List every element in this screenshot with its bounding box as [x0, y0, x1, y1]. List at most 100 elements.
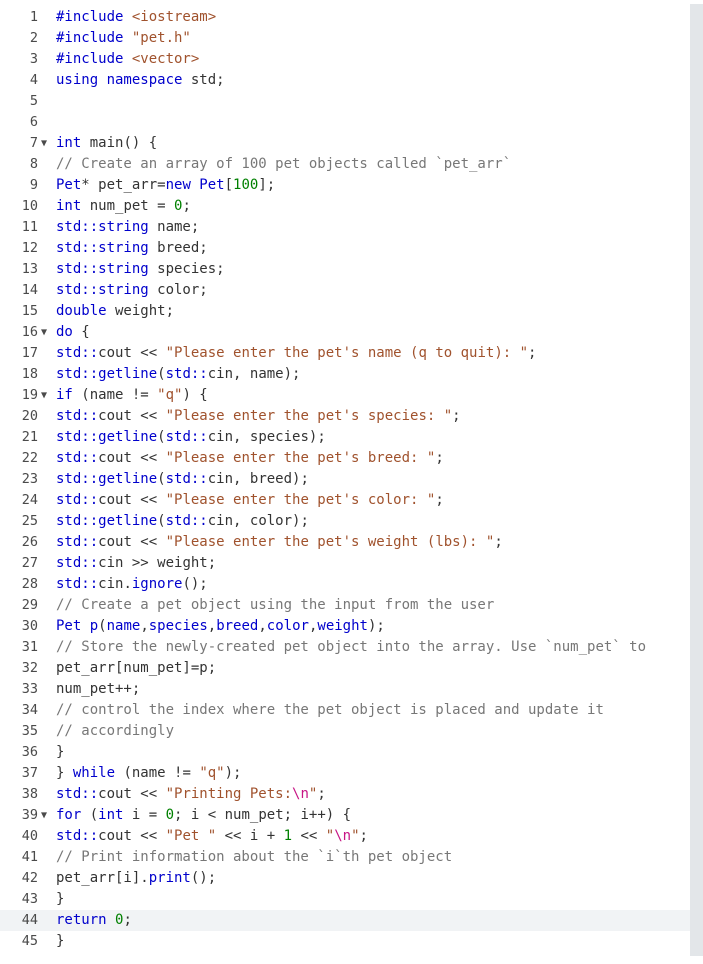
line-number: 5 [29, 93, 38, 109]
code-token: ( [98, 618, 107, 634]
line-number: 9 [29, 177, 38, 193]
code-line[interactable]: 6 [0, 112, 690, 133]
line-code: std::cout << "Please enter the pet's col… [56, 490, 444, 511]
code-line[interactable]: 38 std::cout << "Printing Pets:\n"; [0, 784, 690, 805]
code-token: } [56, 933, 65, 949]
line-number: 44 [21, 912, 38, 928]
line-code: Pet* pet_arr=new Pet[100]; [56, 175, 275, 196]
code-token: while [72, 765, 116, 781]
code-line[interactable]: 35// accordingly [0, 721, 690, 742]
code-token: for [56, 807, 82, 823]
code-token: ; [435, 492, 444, 508]
code-token: num_pet = [81, 198, 175, 214]
line-number: 38 [21, 786, 38, 802]
line-code: #include <iostream> [56, 7, 216, 28]
code-line[interactable]: 41// Print information about the `i`th p… [0, 847, 690, 868]
code-line[interactable]: 39▼for (int i = 0; i < num_pet; i++) { [0, 805, 690, 826]
fold-toggle-icon[interactable]: ▼ [41, 810, 48, 821]
code-line[interactable]: 3#include <vector> [0, 49, 690, 70]
code-line[interactable]: 34// control the index where the pet obj… [0, 700, 690, 721]
code-token: 100 [233, 177, 259, 193]
line-number: 20 [21, 408, 38, 424]
code-token: std:: [165, 429, 208, 445]
code-token: new Pet [165, 177, 225, 193]
code-line[interactable]: 7▼int main() { [0, 133, 690, 154]
code-line[interactable]: 43} [0, 889, 690, 910]
line-code: std::cout << "Please enter the pet's wei… [56, 532, 503, 553]
line-number: 18 [21, 366, 38, 382]
code-token: ; [528, 345, 537, 361]
code-line[interactable]: 1#include <iostream> [0, 7, 690, 28]
code-token: 1 [283, 828, 293, 844]
code-token: <vector> [131, 51, 200, 67]
code-token: std:: [56, 408, 99, 424]
line-code: std::cout << "Printing Pets:\n"; [56, 784, 326, 805]
code-token: , [258, 618, 267, 634]
line-code: std::string color; [56, 280, 208, 301]
code-line[interactable]: 44 return 0; [0, 910, 690, 931]
fold-toggle-icon[interactable]: ▼ [41, 390, 48, 401]
line-number: 29 [21, 597, 38, 613]
line-code: return 0; [56, 910, 132, 931]
line-code: pet_arr[num_pet]=p; [56, 658, 216, 679]
line-number: 6 [29, 114, 38, 130]
code-token: "Please enter the pet's species: " [165, 408, 453, 424]
line-number: 10 [21, 198, 38, 214]
code-line[interactable]: 9 Pet* pet_arr=new Pet[100]; [0, 175, 690, 196]
code-line[interactable]: 36} [0, 742, 690, 763]
code-line[interactable]: 29// Create a pet object using the input… [0, 595, 690, 616]
code-line[interactable]: 37} while (name != "q"); [0, 763, 690, 784]
code-token: weight [317, 618, 368, 634]
code-line[interactable]: 45} [0, 931, 690, 952]
code-token: ; [494, 534, 503, 550]
code-line[interactable]: 5 [0, 91, 690, 112]
code-token: #include [56, 30, 132, 46]
code-token: ; [317, 786, 326, 802]
code-line[interactable]: 16▼do { [0, 322, 690, 343]
code-token: int [56, 198, 82, 214]
code-token: , [308, 618, 318, 634]
vertical-scrollbar[interactable] [690, 4, 703, 956]
line-code: using namespace std; [56, 70, 225, 91]
code-line[interactable]: 19▼if (name != "q") { [0, 385, 690, 406]
code-token: num_pet++; [56, 681, 141, 697]
fold-toggle-icon[interactable]: ▼ [41, 138, 48, 149]
fold-toggle-icon[interactable]: ▼ [41, 327, 48, 338]
line-number: 7 [29, 135, 38, 151]
line-number: 12 [21, 240, 38, 256]
code-token: species [148, 618, 208, 634]
line-number: 35 [21, 723, 38, 739]
code-line[interactable]: 31// Store the newly-created pet object … [0, 637, 690, 658]
code-line[interactable]: 2#include "pet.h" [0, 28, 690, 49]
code-token: return [56, 912, 107, 928]
code-token: std:: [56, 534, 99, 550]
code-token: " [351, 828, 360, 844]
code-lines[interactable]: 1#include <iostream>2#include "pet.h"3#i… [0, 7, 690, 952]
code-line[interactable]: 8// Create an array of 100 pet objects c… [0, 154, 690, 175]
line-number: 37 [21, 765, 38, 781]
